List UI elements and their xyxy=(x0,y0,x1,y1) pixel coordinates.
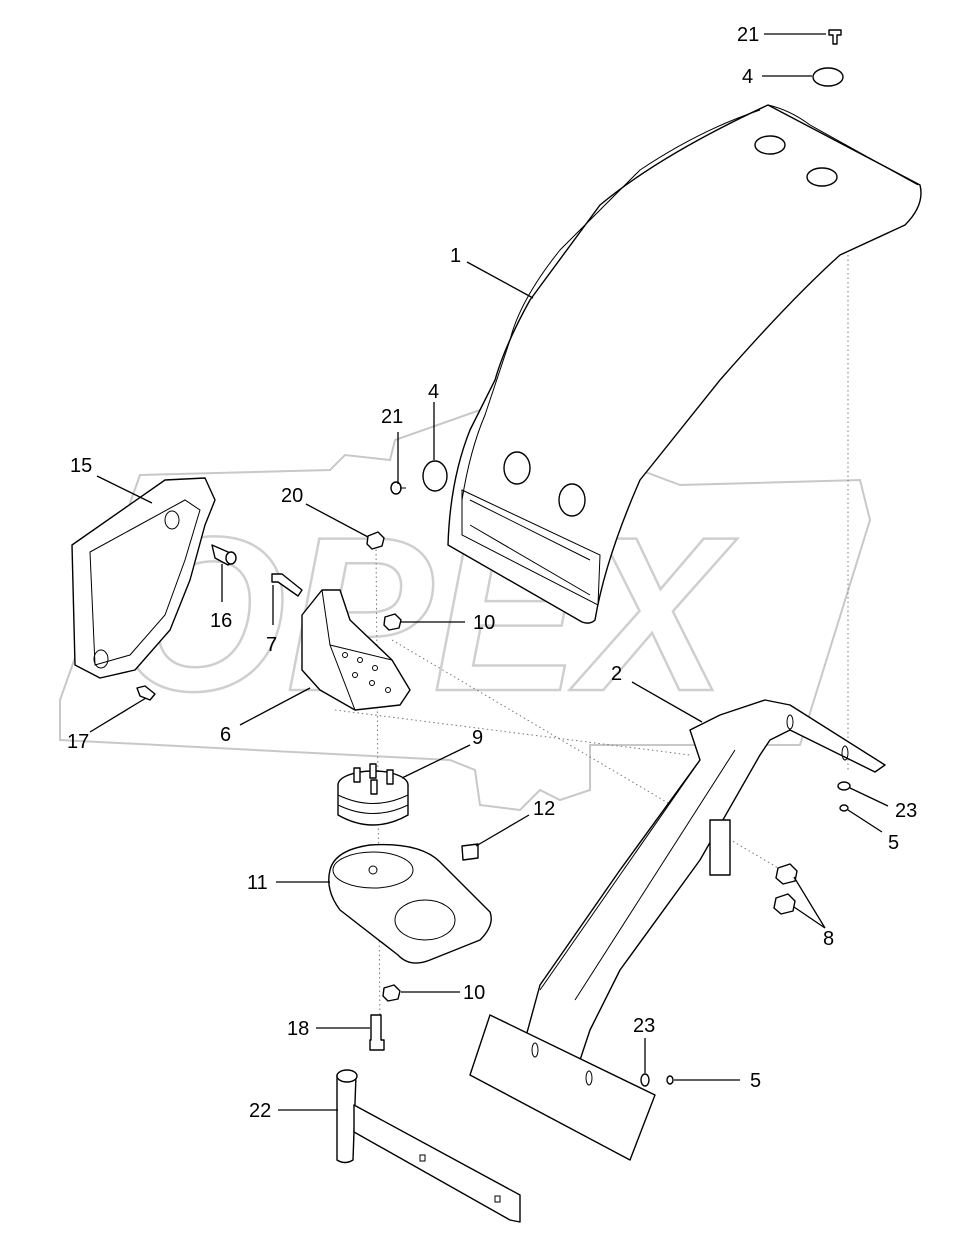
leader-lines xyxy=(89,33,889,1111)
callout-8: 8 xyxy=(823,928,834,950)
callout-21-mid: 21 xyxy=(381,406,403,428)
bolt-part-21-top xyxy=(828,29,842,45)
callout-11: 11 xyxy=(247,872,268,894)
callout-15: 15 xyxy=(70,455,92,477)
callout-1: 1 xyxy=(450,245,461,267)
callout-labels: 21 4 1 21 4 15 20 16 7 10 2 6 17 9 23 12… xyxy=(67,24,917,1122)
callout-21-top: 21 xyxy=(737,24,759,46)
washer-part-5-right xyxy=(839,804,849,812)
callout-16: 16 xyxy=(210,610,232,632)
callout-4-mid: 4 xyxy=(428,381,439,403)
washer-part-23-bottom xyxy=(640,1073,650,1087)
callout-5-right: 5 xyxy=(888,832,899,854)
bracket-part-6 xyxy=(301,589,411,711)
callout-23-bottom: 23 xyxy=(633,1015,655,1037)
bolt-part-17 xyxy=(136,685,156,701)
cap-part-4-top xyxy=(812,67,844,87)
bar-part-22 xyxy=(336,1069,521,1223)
callout-20: 20 xyxy=(281,485,303,507)
nut-part-10-upper xyxy=(383,613,402,631)
callout-10-upper: 10 xyxy=(473,612,495,634)
washer-part-23-right xyxy=(837,781,851,791)
arm-part-2 xyxy=(469,699,886,1161)
bolt-part-12 xyxy=(461,843,479,861)
callout-12: 12 xyxy=(533,798,555,820)
nut-part-10-lower xyxy=(382,984,401,1002)
cap-part-4-mid xyxy=(422,460,448,492)
callout-2: 2 xyxy=(611,663,622,685)
bolt-part-16 xyxy=(211,544,237,566)
bolt-part-21-mid xyxy=(390,481,406,495)
fender-part-1 xyxy=(447,104,922,624)
bolt-part-18 xyxy=(369,1014,385,1051)
bolt-part-7 xyxy=(271,573,303,597)
plate-part-15 xyxy=(71,477,216,679)
callout-17: 17 xyxy=(67,731,89,753)
callout-23-right: 23 xyxy=(895,800,917,822)
washer-part-5-bottom xyxy=(666,1075,674,1085)
nut-part-8 xyxy=(773,863,798,915)
callout-7: 7 xyxy=(266,634,277,656)
callout-9: 9 xyxy=(472,727,483,749)
callout-4-top: 4 xyxy=(742,66,753,88)
callout-5-bottom: 5 xyxy=(750,1070,761,1092)
watermark-text: OPEX xyxy=(115,491,738,737)
callout-18: 18 xyxy=(287,1018,309,1040)
watermark-gear xyxy=(59,409,872,812)
callout-22: 22 xyxy=(249,1100,271,1122)
nut-part-20 xyxy=(366,531,385,550)
base-part-11 xyxy=(328,843,492,964)
callout-6: 6 xyxy=(220,724,231,746)
mount-part-9 xyxy=(337,763,409,826)
callout-10-lower: 10 xyxy=(463,982,485,1004)
